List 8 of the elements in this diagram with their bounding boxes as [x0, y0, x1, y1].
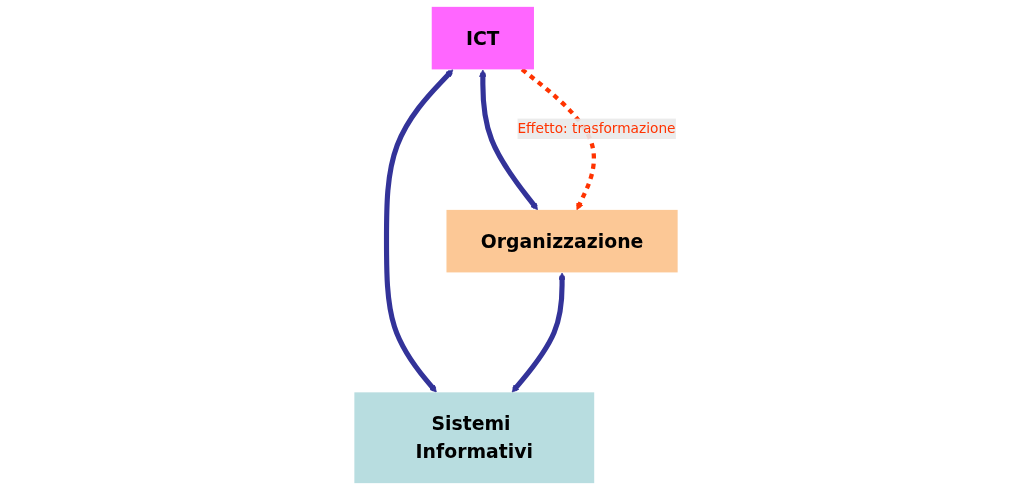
arrow — [479, 69, 538, 211]
arrow — [383, 69, 454, 393]
edge-label: Effetto: trasformazione — [517, 120, 676, 137]
arrow — [511, 272, 566, 393]
node-box: ICT — [431, 6, 534, 70]
node-box: Sistemi Informativi — [354, 392, 595, 484]
arrow — [520, 67, 596, 211]
node-box: Organizzazione — [446, 209, 678, 273]
